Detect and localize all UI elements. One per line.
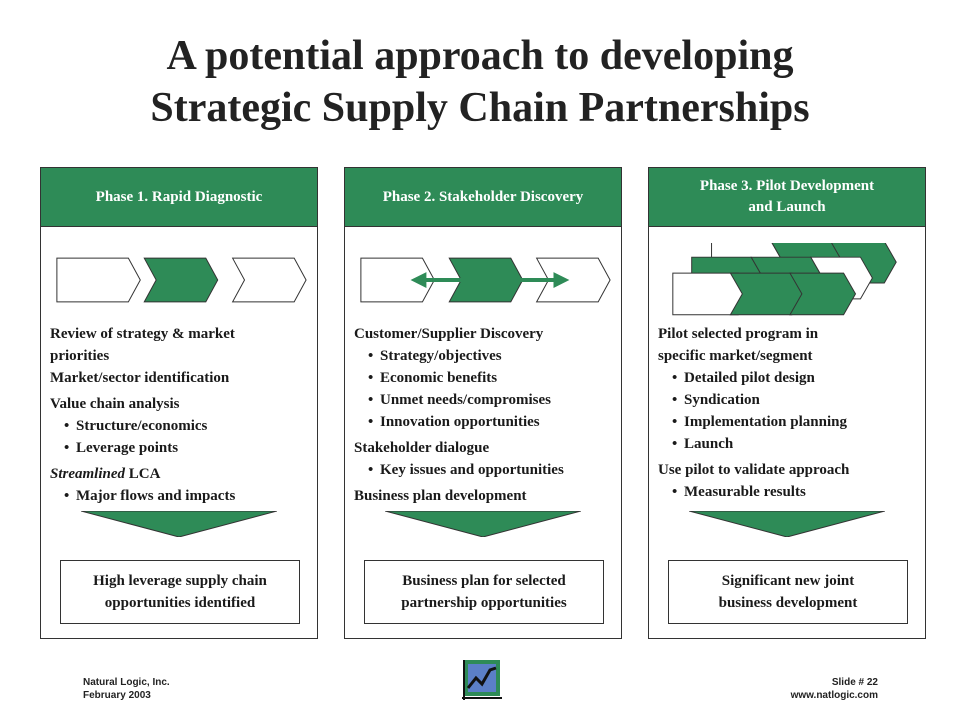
footer-right: Slide # 22 www.natlogic.com: [791, 676, 878, 702]
phase-1-chevron-diagram: [56, 257, 307, 303]
content-heading: Review of strategy & market: [50, 326, 235, 342]
bullet-item: Detailed pilot design: [658, 367, 920, 389]
bullet-item: Unmet needs/compromises: [354, 389, 616, 411]
bullet-item: Measurable results: [658, 481, 920, 503]
phase-3-panel: Phase 3. Pilot Development and Launch Pi…: [648, 167, 926, 639]
content-heading: Stakeholder dialogue: [354, 440, 490, 456]
phase-2-panel: Phase 2. Stakeholder Discovery Customer/…: [344, 167, 622, 639]
phase-1-panel: Phase 1. Rapid Diagnostic Review of stra…: [40, 167, 318, 639]
phase-3-header: Phase 3. Pilot Development and Launch: [649, 168, 925, 227]
footer-date: February 2003: [83, 690, 151, 701]
content-heading: Market/sector identification: [50, 370, 230, 386]
bullet-item: Structure/economics: [50, 415, 312, 437]
phase-1-header: Phase 1. Rapid Diagnostic: [41, 168, 317, 227]
phase-3-result-line-1: Significant new joint: [721, 573, 855, 589]
bullet-item: Strategy/objectives: [354, 345, 616, 367]
content-heading: Streamlined LCA: [50, 463, 312, 485]
content-heading: specific market/segment: [658, 348, 813, 364]
content-heading: priorities: [50, 348, 110, 364]
phase-3-header-line-1: Phase 3. Pilot Development: [699, 178, 875, 194]
content-heading: Use pilot to validate approach: [658, 462, 850, 478]
footer-slide-number: Slide # 22: [831, 677, 878, 688]
content-heading: Business plan development: [354, 488, 527, 504]
phase-1-result-line-1: High leverage supply chain: [93, 573, 267, 589]
content-heading: Pilot selected program in: [658, 326, 819, 342]
phase-2-header-line: Phase 2. Stakeholder Discovery: [382, 188, 584, 205]
double-arrow: [410, 272, 570, 288]
footer-company: Natural Logic, Inc.: [83, 677, 170, 688]
footer-url: www.natlogic.com: [790, 690, 878, 701]
phase-3-result-line-2: business development: [718, 595, 858, 611]
phase-1-down-arrow: [81, 511, 277, 537]
slide-title: A potential approach to developing Strat…: [0, 30, 960, 134]
phase-2-result-line-2: partnership opportunities: [401, 595, 567, 611]
chevron-3: [231, 257, 307, 303]
phase-3-result-box: Significant new joint business developme…: [668, 560, 908, 624]
bullet-item: Launch: [658, 433, 920, 455]
bullet-item: Major flows and impacts: [50, 485, 312, 507]
footer-left: Natural Logic, Inc. February 2003: [83, 676, 170, 702]
chart-logo-icon: [462, 660, 502, 700]
chevron-2: [143, 257, 219, 303]
phase-1-result-line-2: opportunities identified: [104, 595, 256, 611]
phase-2-chevron-diagram: [360, 257, 611, 303]
phase-2-content: Customer/Supplier DiscoveryStrategy/obje…: [354, 323, 616, 507]
bullet-item: Syndication: [658, 389, 920, 411]
phase-2-down-arrow: [385, 511, 581, 537]
content-heading-suffix: LCA: [125, 466, 161, 482]
phase-3-stacked-chevron-diagram: [672, 243, 897, 316]
bullet-item: Key issues and opportunities: [354, 459, 616, 481]
bullet-item: Leverage points: [50, 437, 312, 459]
bullet-item: Implementation planning: [658, 411, 920, 433]
phase-1-result-box: High leverage supply chain opportunities…: [60, 560, 300, 624]
content-heading-italic: Streamlined: [50, 466, 126, 482]
bullet-item: Economic benefits: [354, 367, 616, 389]
content-heading: Customer/Supplier Discovery: [354, 326, 544, 342]
phase-2-result-box: Business plan for selected partnership o…: [364, 560, 604, 624]
bullet-item: Innovation opportunities: [354, 411, 616, 433]
phase-2-header: Phase 2. Stakeholder Discovery: [345, 168, 621, 227]
phase-2-result-line-1: Business plan for selected: [402, 573, 566, 589]
phase-3-down-arrow: [689, 511, 885, 537]
content-heading: Value chain analysis: [50, 396, 180, 412]
title-line-2: Strategic Supply Chain Partnerships: [150, 85, 810, 131]
chevron-front-3: [789, 272, 857, 316]
chevron-1: [56, 257, 141, 303]
phase-1-header-line: Phase 1. Rapid Diagnostic: [95, 188, 263, 205]
phase-3-header-line-2: and Launch: [748, 199, 826, 215]
chevron-1: [360, 257, 435, 303]
title-line-1: A potential approach to developing: [166, 33, 794, 79]
phase-3-content: Pilot selected program in specific market…: [658, 323, 920, 503]
